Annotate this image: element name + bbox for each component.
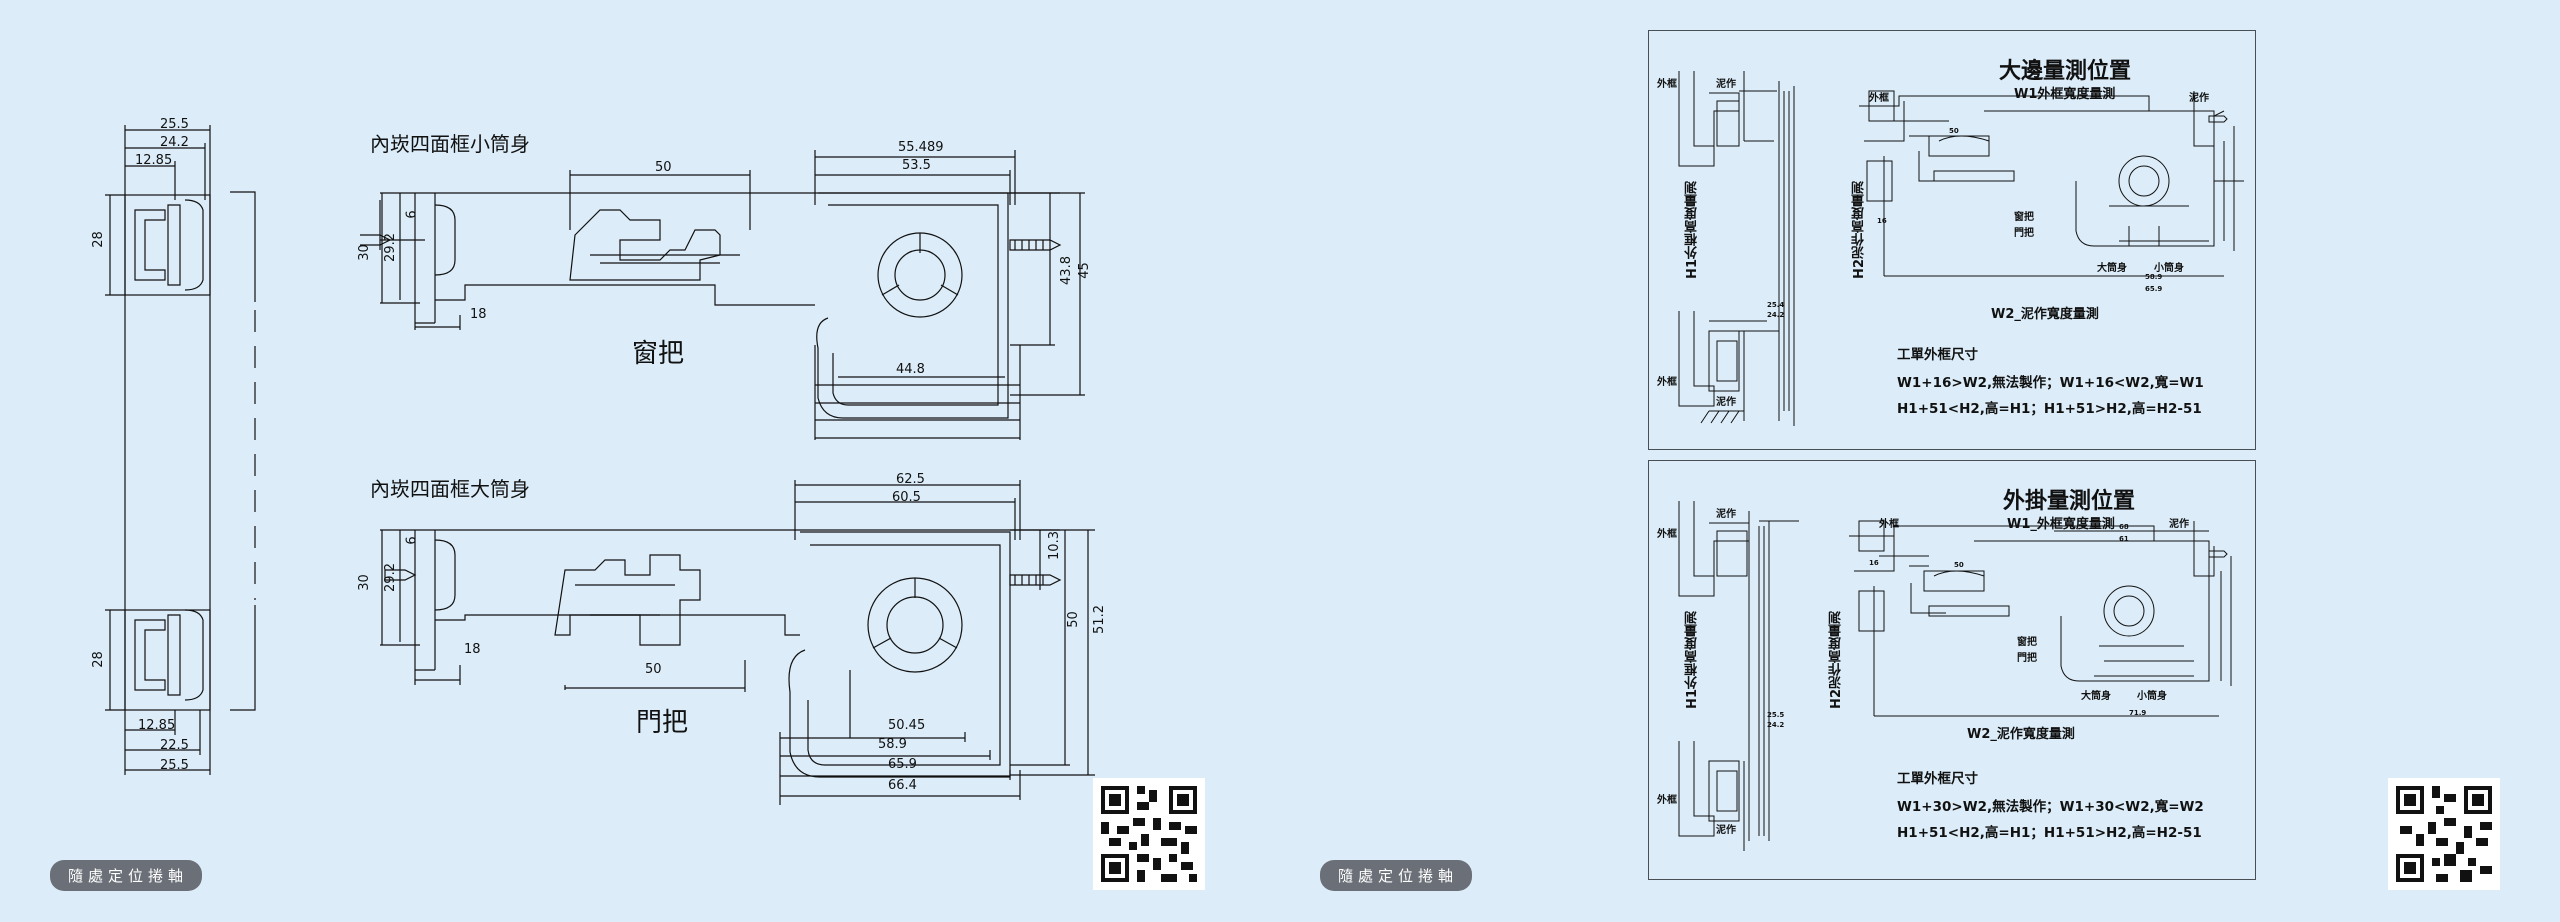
panel2-h2-label: H2泥作高度量測 [1829,611,1844,709]
panel2-dim-16: 16 [1869,559,1879,567]
small-dim-6: 6 [404,210,420,219]
panel2-door-handle: 門把 [2017,653,2037,664]
panel2-dim-61: 61 [2119,535,2129,543]
scroll-axis-badge-right: 隨處定位捲軸 [1320,860,1473,891]
large-dim-50-bottom: 50 [645,662,662,677]
panel1-dim-659: 65.9 [2145,285,2163,293]
panel1-dim-254: 25.4 [1767,301,1785,309]
panel1-h1-label: H1外框高度量測 [1685,181,1700,279]
panel2-note-line1: W1+30>W2,無法製作；W1+30<W2,寬=W2 [1897,799,2204,815]
panel1-door-handle: 門把 [2014,228,2034,239]
large-dim-659: 65.9 [888,757,917,772]
qr-code-icon [1093,778,1205,890]
frame-dim-top-mid: 24.2 [160,135,189,150]
door-handle-label: 門把 [636,708,689,738]
panel2-note-line2: H1+51<H2,高=H1；H1+51>H2,高=H2-51 [1897,825,2202,841]
panel1-masonry-bottom: 泥作 [1716,397,1736,408]
frame-dim-top-outer: 25.5 [160,117,189,132]
large-dim-18: 18 [464,642,481,657]
frame-dim-bottom-outer: 25.5 [160,758,189,773]
panel1-note-line2: H1+51<H2,高=H1；H1+51>H2,高=H2-51 [1897,401,2202,417]
large-dim-6: 6 [404,536,420,545]
large-dim-512: 51.2 [1091,605,1107,634]
large-dim-103: 10.3 [1046,531,1062,560]
panel2-h1-label: H1外框高度量測 [1685,611,1700,709]
panel1-dim-50: 50 [1949,127,1959,135]
frame-dim-bottom-mid: 22.5 [160,738,189,753]
panel1-note-line1: W1+16>W2,無法製作；W1+16<W2,寬=W1 [1897,375,2204,391]
panel1-h2-label: H2泥作高度量測 [1852,181,1867,279]
panel2-outer-frame-bottom: 外框 [1657,795,1677,806]
section-large-tube-title: 內崁四面框大筒身 [370,477,530,501]
small-tube-profile-drawing [360,150,1085,440]
panel1-outer-frame-top: 外框 [1657,79,1677,90]
large-dim-589: 58.9 [878,737,907,752]
panel1-note-title: 工單外框尺寸 [1897,347,1978,363]
panel2-title: 外掛量測位置 [2003,489,2136,514]
panel1-outer-frame-bottom: 外框 [1657,377,1677,388]
panel-external-mount-measurement: 外掛量測位置 W1_外框寬度量測 外框 泥作 外框 泥 [1648,460,2256,880]
frame-dim-side-bottom: 28 [90,651,106,668]
panel1-dim-16: 16 [1877,217,1887,225]
panel2-w2-label: W2_泥作寬度量測 [1967,727,2075,742]
panel1-subtitle: W1外框寬度量測 [2014,87,2116,102]
qr-code-icon [2388,778,2500,890]
panel1-outer-frame-right: 外框 [1869,93,1889,104]
panel1-window-handle: 窗把 [2014,212,2034,223]
panel1-dim-589: 58.9 [2145,273,2163,281]
panel2-dim-255: 25.5 [1767,711,1785,719]
panel-large-side-measurement: 大邊量測位置 W1外框寬度量測 外框 泥作 [1648,30,2256,450]
large-dim-292: 29.2 [382,563,398,592]
panel2-small-tube: 小筒身 [2137,691,2167,702]
small-dim-50: 50 [655,160,672,175]
panel1-title: 大邊量測位置 [1999,59,2132,84]
panel1-dim-242: 24.2 [1767,311,1785,319]
frame-elevation-drawing [105,125,256,775]
panel2-diagram [1678,501,2232,851]
panel2-note-title: 工單外框尺寸 [1897,771,1978,787]
panel2-outer-frame-top: 外框 [1657,529,1677,540]
large-dim-664: 66.4 [888,778,917,793]
large-dim-5045: 50.45 [888,718,926,733]
panel2-big-tube: 大筒身 [2081,691,2111,702]
panel1-small-tube: 小筒身 [2154,263,2184,274]
large-dim-625: 62.5 [896,472,925,487]
panel2-masonry-bottom: 泥作 [1716,825,1736,836]
frame-dim-top-inner: 12.85 [135,153,173,168]
panel1-masonry-right: 泥作 [2189,93,2209,104]
panel2-dim-719: 71.9 [2129,709,2147,717]
small-dim-535: 53.5 [902,158,931,173]
panel1-diagram [1678,71,2244,426]
large-dim-605: 60.5 [892,490,921,505]
large-dim-50-right: 50 [1065,611,1081,628]
small-dim-292: 29.2 [382,233,398,262]
small-dim-55489: 55.489 [898,140,944,155]
qr-code-left[interactable] [1093,778,1205,890]
section-small-tube-title: 內崁四面框小筒身 [370,132,530,156]
panel2-masonry-right: 泥作 [2169,519,2189,530]
panel2-outer-frame-right: 外框 [1879,519,1899,530]
small-dim-438: 43.8 [1058,256,1074,285]
panel1-w2-label: W2_泥作寬度量測 [1991,307,2099,322]
qr-code-right[interactable] [2388,778,2500,890]
panel1-masonry-top: 泥作 [1716,79,1736,90]
window-handle-label: 窗把 [632,339,685,369]
small-dim-18: 18 [470,307,487,322]
panel2-window-handle: 窗把 [2017,637,2037,648]
panel1-big-tube: 大筒身 [2097,263,2127,274]
panel2-dim-50: 50 [1954,561,1964,569]
frame-dim-side-top: 28 [90,231,106,248]
large-dim-30: 30 [356,574,372,591]
frame-dim-bottom-inner: 12.85 [138,718,176,733]
panel2-dim-68: 68 [2119,523,2129,531]
panel2-dim-242: 24.2 [1767,721,1785,729]
small-dim-448: 44.8 [896,362,925,377]
scroll-axis-badge-left: 隨處定位捲軸 [50,860,203,891]
small-dim-45: 45 [1076,262,1092,279]
small-dim-30: 30 [356,244,372,261]
panel2-subtitle: W1_外框寬度量測 [2007,517,2115,532]
large-tube-profile-drawing [380,480,1095,805]
panel2-masonry-top: 泥作 [1716,509,1736,520]
